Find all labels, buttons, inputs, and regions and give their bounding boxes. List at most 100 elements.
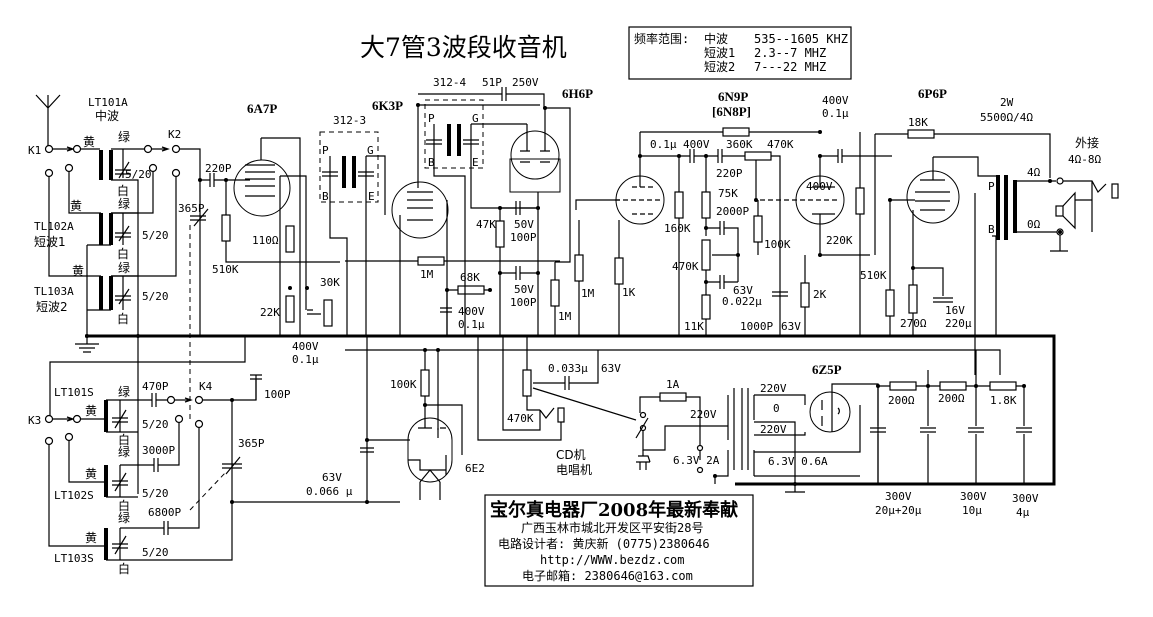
wire-color-yellow: 黄 [85,531,97,545]
cap-220p-label: 220P [716,167,743,180]
coil-label: LT101A [88,96,128,109]
tube-6n8p-label: [6N8P] [712,104,751,119]
res-200-label: 200Ω [938,392,965,405]
secondary-voltage-label: 220V [760,423,787,436]
wire-color-white: 白 [117,246,129,261]
res-100k-label: 100K [764,238,791,251]
mixer-input: 220P 365P 510K [178,162,340,420]
cap-100p-label: 100P [264,388,291,401]
band-name: 短波1 [704,46,735,60]
trimmer-label: 5/20 [125,168,152,181]
tube-6n9p-label: 6N9P [718,89,748,104]
wire-color-yellow: 黄 [85,467,97,481]
band-label: 中波 [95,108,119,123]
ift-312-3: 312-3 P G B E [319,114,386,336]
speaker-icon [1055,191,1076,230]
credit-address: 广西玉林市城北开发区平安街28号 [521,520,703,535]
cap-1000p-label: 1000P [740,320,773,333]
fuse-label: 1A [666,378,680,391]
junction-dots [85,103,1062,504]
xfmr-ratio-label: 5500Ω/4Ω [980,111,1033,124]
switch-k4-label: K4 [199,380,213,393]
credit-email[interactable]: 电子邮箱: 2380646@163.com [522,568,693,583]
ext-jack-icon[interactable] [1063,180,1119,232]
ext-speaker-label: 外接 [1075,135,1099,150]
wire-color-white: 白 [118,432,130,447]
cap-16v-label: 16V [945,304,965,317]
pin-p: P [988,180,995,193]
center-tap-label: 0 [773,402,780,415]
trimmer-label: 5/20 [142,487,169,500]
cap-250v-label: 250V [512,76,539,89]
res-47k-label: 47K [476,218,496,231]
credit-designer: 电路设计者: 黄庆新 (0775)2380646 [498,536,710,551]
res-470k-label: 470K [767,138,794,151]
wire-color-yellow: 黄 [85,404,97,418]
res-1k8-label: 1.8K [990,394,1017,407]
cap-01u-label: 0.1μ [650,138,677,151]
k2-terminal[interactable] [171,144,181,154]
ift-312-4: 312-4 51P 250V P G B E [418,76,545,336]
wire-color-white: 白 [117,311,129,326]
power-supply: 1A 220V 6.3V 2A 220V 0 220V 6.3V 0.6A 6Z… [635,350,1039,519]
pin-p: P [322,144,329,157]
cap-voltage-label: 300V [885,490,912,503]
pin-b: B [428,156,435,169]
wire-color-white: 白 [117,183,129,198]
tube-6a7p: 6A7P 110Ω 22K 30K 400V 0.1μ [233,101,340,366]
wire-color-green: 绿 [118,260,130,275]
res-100k-label: 100K [390,378,417,391]
res-200-label: 200Ω [888,394,915,407]
cap-01u-label: 0.1μ [292,353,319,366]
frequency-range-box: 频率范围: 中波 535--1605 KHZ 短波1 2.3--7 MHZ 短波… [628,26,852,80]
cd-input-jack-icon[interactable] [477,336,565,441]
res-1m-label: 1M [558,310,572,323]
tube-6e2: 63V 0.066 μ 100K 6E2 [306,336,485,502]
res-470k-label: 470K [672,260,699,273]
pin-e: E [368,190,375,203]
k1-terminal[interactable] [44,144,54,154]
band-range: 535--1605 KHZ [754,32,848,46]
cap-0022u-label: 0.022μ [722,295,762,308]
wire-color-green: 绿 [118,196,130,211]
wire-color-green: 绿 [118,510,130,525]
wire-color-green: 绿 [118,384,130,399]
cap-220p-label: 220P [205,162,232,175]
oscillator-coil-section: LT101S K3 黄 绿 5/20 白 470P K4 100P 3000P … [28,336,400,576]
cap-220u-label: 220μ [945,317,972,330]
res-75k-label: 75K [718,187,738,200]
cap-100p-label: 100P [510,296,537,309]
res-270-label: 270Ω [900,317,927,330]
cap-400v-label: 400V [683,138,710,151]
coil-label: TL103A [34,285,74,298]
cap-63v-label: 63V [322,471,342,484]
coil-label: TL102A [34,220,74,233]
tube-6e2-label: 6E2 [465,462,485,475]
pin-b: B [322,190,329,203]
tube-6a7p-label: 6A7P [247,101,277,116]
filament-label: 6.3V 2A [673,454,720,467]
antenna-coil-section: LT101A 中波 K1 黄 绿 5/20 白 K2 黄 绿 5/20 TL10… [28,96,201,336]
credit-website[interactable]: http://WWW.bezdz.com [540,553,685,567]
wire-color-yellow: 黄 [70,199,82,213]
ground-icon [75,336,99,353]
sec-0ohm-label: 0Ω [1027,218,1041,231]
band-range: 7---22 MHZ [754,60,826,74]
power-switch-icon[interactable] [635,417,649,439]
wire-color-green: 绿 [118,444,130,459]
power-plug-icon [636,450,651,470]
cap-voltage-label: 300V [1012,492,1039,505]
k3-terminal[interactable] [44,414,54,424]
cap-0033u-label: 0.033μ [548,362,588,375]
tube-6p6p-label: 6P6P [918,86,947,101]
ift2-label: 312-4 [433,76,466,89]
cap-value-label: 10μ [962,504,982,517]
secondary-voltage-label: 220V [760,382,787,395]
cap-63v-label: 63V [733,284,753,297]
page-title: 大7管3波段收音机 [360,33,567,62]
cap-value-label: 4μ [1016,506,1030,519]
k4-terminal[interactable] [194,395,204,405]
cap-63v-label: 63V [601,362,621,375]
cap-2000p-label: 2000P [716,205,749,218]
